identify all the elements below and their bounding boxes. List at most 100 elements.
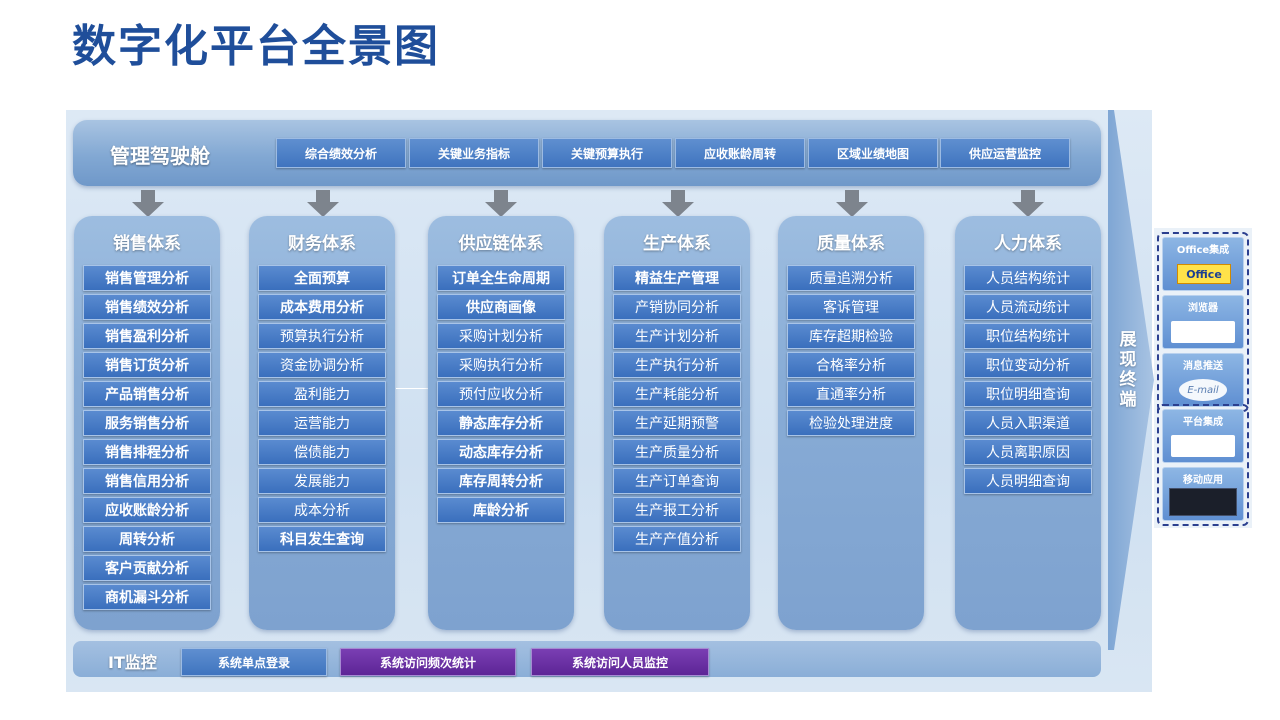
production-item[interactable]: 生产产值分析 — [613, 526, 741, 552]
down-arrow-icon — [1012, 190, 1044, 217]
column-items-finance: 全面预算 成本费用分析 预算执行分析 资金协调分析 盈利能力 运营能力 偿债能力… — [258, 265, 386, 552]
message-push-tile[interactable]: 消息推送 E-mail — [1162, 353, 1244, 407]
sales-item[interactable]: 客户贡献分析 — [83, 555, 211, 581]
sales-item[interactable]: 应收账龄分析 — [83, 497, 211, 523]
platform-integration-label: 平台集成 — [1183, 417, 1223, 428]
column-title-quality: 质量体系 — [817, 234, 885, 254]
hr-item[interactable]: 职位变动分析 — [964, 352, 1092, 378]
sales-item[interactable]: 商机漏斗分析 — [83, 584, 211, 610]
production-item[interactable]: 生产执行分析 — [613, 352, 741, 378]
supply-item[interactable]: 供应商画像 — [437, 294, 565, 320]
column-title-finance: 财务体系 — [288, 234, 356, 254]
hr-item[interactable]: 职位结构统计 — [964, 323, 1092, 349]
column-title-supply-chain: 供应链体系 — [458, 234, 544, 254]
finance-item[interactable]: 成本分析 — [258, 497, 386, 523]
finance-item[interactable]: 运营能力 — [258, 410, 386, 436]
column-title-production: 生产体系 — [643, 234, 711, 254]
sales-item[interactable]: 销售盈利分析 — [83, 323, 211, 349]
mobile-app-tile[interactable]: 移动应用 — [1162, 467, 1244, 521]
column-title-sales: 销售体系 — [113, 234, 181, 254]
access-user-monitor-button[interactable]: 系统访问人员监控 — [531, 648, 709, 676]
finance-item[interactable]: 发展能力 — [258, 468, 386, 494]
column-items-production: 精益生产管理 产销协同分析 生产计划分析 生产执行分析 生产耗能分析 生产延期预… — [613, 265, 741, 552]
supply-item[interactable]: 采购执行分析 — [437, 352, 565, 378]
quality-item[interactable]: 合格率分析 — [787, 352, 915, 378]
column-items-sales: 销售管理分析 销售绩效分析 销售盈利分析 销售订货分析 产品销售分析 服务销售分… — [83, 265, 211, 610]
sales-item[interactable]: 销售管理分析 — [83, 265, 211, 291]
cockpit-item-budget[interactable]: 关键预算执行 — [542, 138, 672, 168]
finance-item[interactable]: 成本费用分析 — [258, 294, 386, 320]
column-items-quality: 质量追溯分析 客诉管理 库存超期检验 合格率分析 直通率分析 检验处理进度 — [787, 265, 915, 436]
production-item[interactable]: 精益生产管理 — [613, 265, 741, 291]
quality-item[interactable]: 检验处理进度 — [787, 410, 915, 436]
cockpit-item-receivables[interactable]: 应收账龄周转 — [675, 138, 805, 168]
platform-screenshot-icon — [1171, 435, 1235, 457]
terminal-arrow-icon — [1108, 110, 1154, 650]
sales-item[interactable]: 销售信用分析 — [83, 468, 211, 494]
quality-item[interactable]: 质量追溯分析 — [787, 265, 915, 291]
sales-item[interactable]: 销售排程分析 — [83, 439, 211, 465]
cockpit-item-supply-monitor[interactable]: 供应运营监控 — [940, 138, 1070, 168]
browser-label: 浏览器 — [1188, 303, 1218, 314]
it-monitor-title: IT监控 — [108, 653, 157, 672]
quality-item[interactable]: 客诉管理 — [787, 294, 915, 320]
down-arrow-icon — [662, 190, 694, 217]
mobile-dashboard-icon — [1169, 488, 1237, 516]
office-logo-icon: Office — [1177, 264, 1231, 284]
quality-item[interactable]: 直通率分析 — [787, 381, 915, 407]
down-arrow-icon — [836, 190, 868, 217]
sales-item[interactable]: 产品销售分析 — [83, 381, 211, 407]
office-integration-tile[interactable]: Office集成 Office — [1162, 237, 1244, 291]
hr-item[interactable]: 人员明细查询 — [964, 468, 1092, 494]
supply-item[interactable]: 库龄分析 — [437, 497, 565, 523]
cockpit-item-performance[interactable]: 综合绩效分析 — [276, 138, 406, 168]
finance-item[interactable]: 科目发生查询 — [258, 526, 386, 552]
production-item[interactable]: 生产计划分析 — [613, 323, 741, 349]
quality-item[interactable]: 库存超期检验 — [787, 323, 915, 349]
finance-item[interactable]: 全面预算 — [258, 265, 386, 291]
sso-button[interactable]: 系统单点登录 — [181, 648, 327, 676]
hr-item[interactable]: 人员结构统计 — [964, 265, 1092, 291]
terminal-group-office: Office集成 Office 浏览器 消息推送 E-mail — [1157, 232, 1249, 412]
hr-item[interactable]: 人员入职渠道 — [964, 410, 1092, 436]
finance-item[interactable]: 盈利能力 — [258, 381, 386, 407]
cockpit-item-region-map[interactable]: 区域业绩地图 — [808, 138, 938, 168]
supply-item[interactable]: 动态库存分析 — [437, 439, 565, 465]
production-item[interactable]: 生产耗能分析 — [613, 381, 741, 407]
cockpit-item-kpi[interactable]: 关键业务指标 — [409, 138, 539, 168]
browser-screenshot-icon — [1171, 321, 1235, 343]
office-integration-label: Office集成 — [1176, 245, 1230, 256]
supply-item[interactable]: 预付应收分析 — [437, 381, 565, 407]
down-arrow-icon — [307, 190, 339, 217]
down-arrow-icon — [132, 190, 164, 217]
finance-item[interactable]: 偿债能力 — [258, 439, 386, 465]
terminal-label: 展现终端 — [1119, 330, 1137, 410]
access-frequency-button[interactable]: 系统访问频次统计 — [340, 648, 516, 676]
sales-item[interactable]: 周转分析 — [83, 526, 211, 552]
hr-item[interactable]: 人员离职原因 — [964, 439, 1092, 465]
terminal-group-platform: 平台集成 移动应用 — [1157, 404, 1249, 526]
supply-item[interactable]: 库存周转分析 — [437, 468, 565, 494]
finance-item[interactable]: 资金协调分析 — [258, 352, 386, 378]
production-item[interactable]: 产销协同分析 — [613, 294, 741, 320]
mobile-app-label: 移动应用 — [1183, 475, 1223, 486]
production-item[interactable]: 生产订单查询 — [613, 468, 741, 494]
page-title: 数字化平台全景图 — [72, 21, 440, 72]
supply-item[interactable]: 订单全生命周期 — [437, 265, 565, 291]
supply-item[interactable]: 静态库存分析 — [437, 410, 565, 436]
production-item[interactable]: 生产报工分析 — [613, 497, 741, 523]
finance-item[interactable]: 预算执行分析 — [258, 323, 386, 349]
hr-item[interactable]: 人员流动统计 — [964, 294, 1092, 320]
message-push-label: 消息推送 — [1183, 361, 1223, 372]
production-item[interactable]: 生产质量分析 — [613, 439, 741, 465]
sales-item[interactable]: 销售绩效分析 — [83, 294, 211, 320]
platform-integration-tile[interactable]: 平台集成 — [1162, 409, 1244, 463]
down-arrow-icon — [485, 190, 517, 217]
hr-item[interactable]: 职位明细查询 — [964, 381, 1092, 407]
sales-item[interactable]: 服务销售分析 — [83, 410, 211, 436]
supply-item[interactable]: 采购计划分析 — [437, 323, 565, 349]
sales-item[interactable]: 销售订货分析 — [83, 352, 211, 378]
production-item[interactable]: 生产延期预警 — [613, 410, 741, 436]
cockpit-title: 管理驾驶舱 — [110, 144, 210, 168]
browser-tile[interactable]: 浏览器 — [1162, 295, 1244, 349]
